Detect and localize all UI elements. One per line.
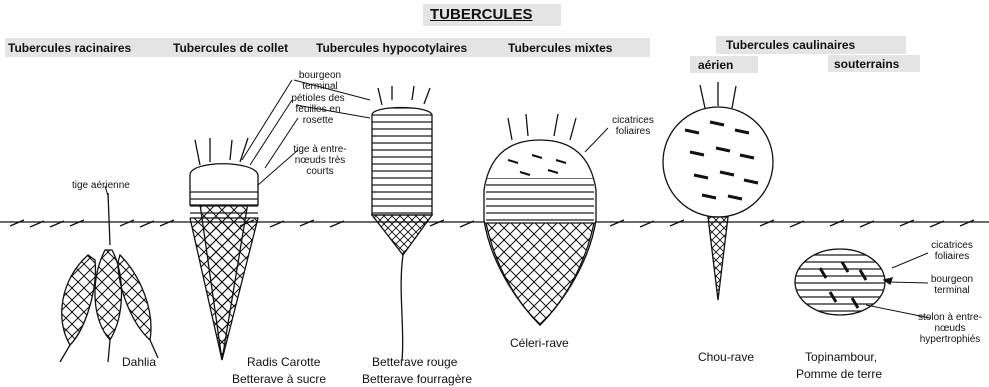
name-betterave-rouge: Betterave rouge bbox=[372, 355, 457, 369]
name-dahlia: Dahlia bbox=[122, 355, 156, 369]
name-topinambour: Topinambour, bbox=[805, 350, 877, 364]
label-tige-aerienne: tige aérienne bbox=[72, 180, 130, 191]
name-chou-rave: Chou-rave bbox=[698, 350, 754, 364]
header-souterrains: souterrains bbox=[834, 57, 899, 71]
label-bourgeon-terminal-topinambour: bourgeon terminal bbox=[922, 274, 982, 296]
label-cicatrices-foliaires-mixtes: cicatrices foliaires bbox=[603, 115, 663, 137]
header-collet: Tubercules de collet bbox=[173, 41, 288, 55]
dahlia-tuber bbox=[60, 193, 158, 362]
name-radis-carotte: Radis Carotte bbox=[247, 355, 320, 369]
celeriac-tuber bbox=[484, 114, 596, 325]
carrot-tuber bbox=[190, 138, 258, 360]
beet-tuber bbox=[372, 86, 432, 360]
header-caulinaires: Tubercules caulinaires bbox=[726, 38, 855, 52]
name-betterave-sucre: Betterave à sucre bbox=[232, 372, 326, 386]
header-aerien: aérien bbox=[698, 58, 733, 72]
diagram-title: TUBERCULES bbox=[430, 6, 533, 23]
label-stolon: stolon à entre-nœuds hypertrophiés bbox=[915, 312, 985, 345]
header-mixtes: Tubercules mixtes bbox=[508, 41, 612, 55]
label-bourgeon-terminal: bourgeon terminal bbox=[290, 70, 350, 92]
label-petioles: pétioles des feuilles en rosette bbox=[287, 93, 349, 126]
label-tige-entre-noeuds: tige à entre-nœuds très courts bbox=[289, 144, 351, 177]
name-pomme-de-terre: Pomme de terre bbox=[796, 367, 882, 381]
name-betterave-fourragere: Betterave fourragère bbox=[362, 372, 472, 386]
jerusalem-artichoke-tuber bbox=[795, 249, 892, 315]
header-racinaires: Tubercules racinaires bbox=[8, 41, 131, 55]
label-cicatrices-foliaires-topinambour: cicatrices foliaires bbox=[922, 240, 982, 262]
name-celeri-rave: Céleri-rave bbox=[510, 336, 569, 350]
header-hypocotylaires: Tubercules hypocotylaires bbox=[316, 41, 467, 55]
kohlrabi-tuber bbox=[663, 82, 773, 300]
